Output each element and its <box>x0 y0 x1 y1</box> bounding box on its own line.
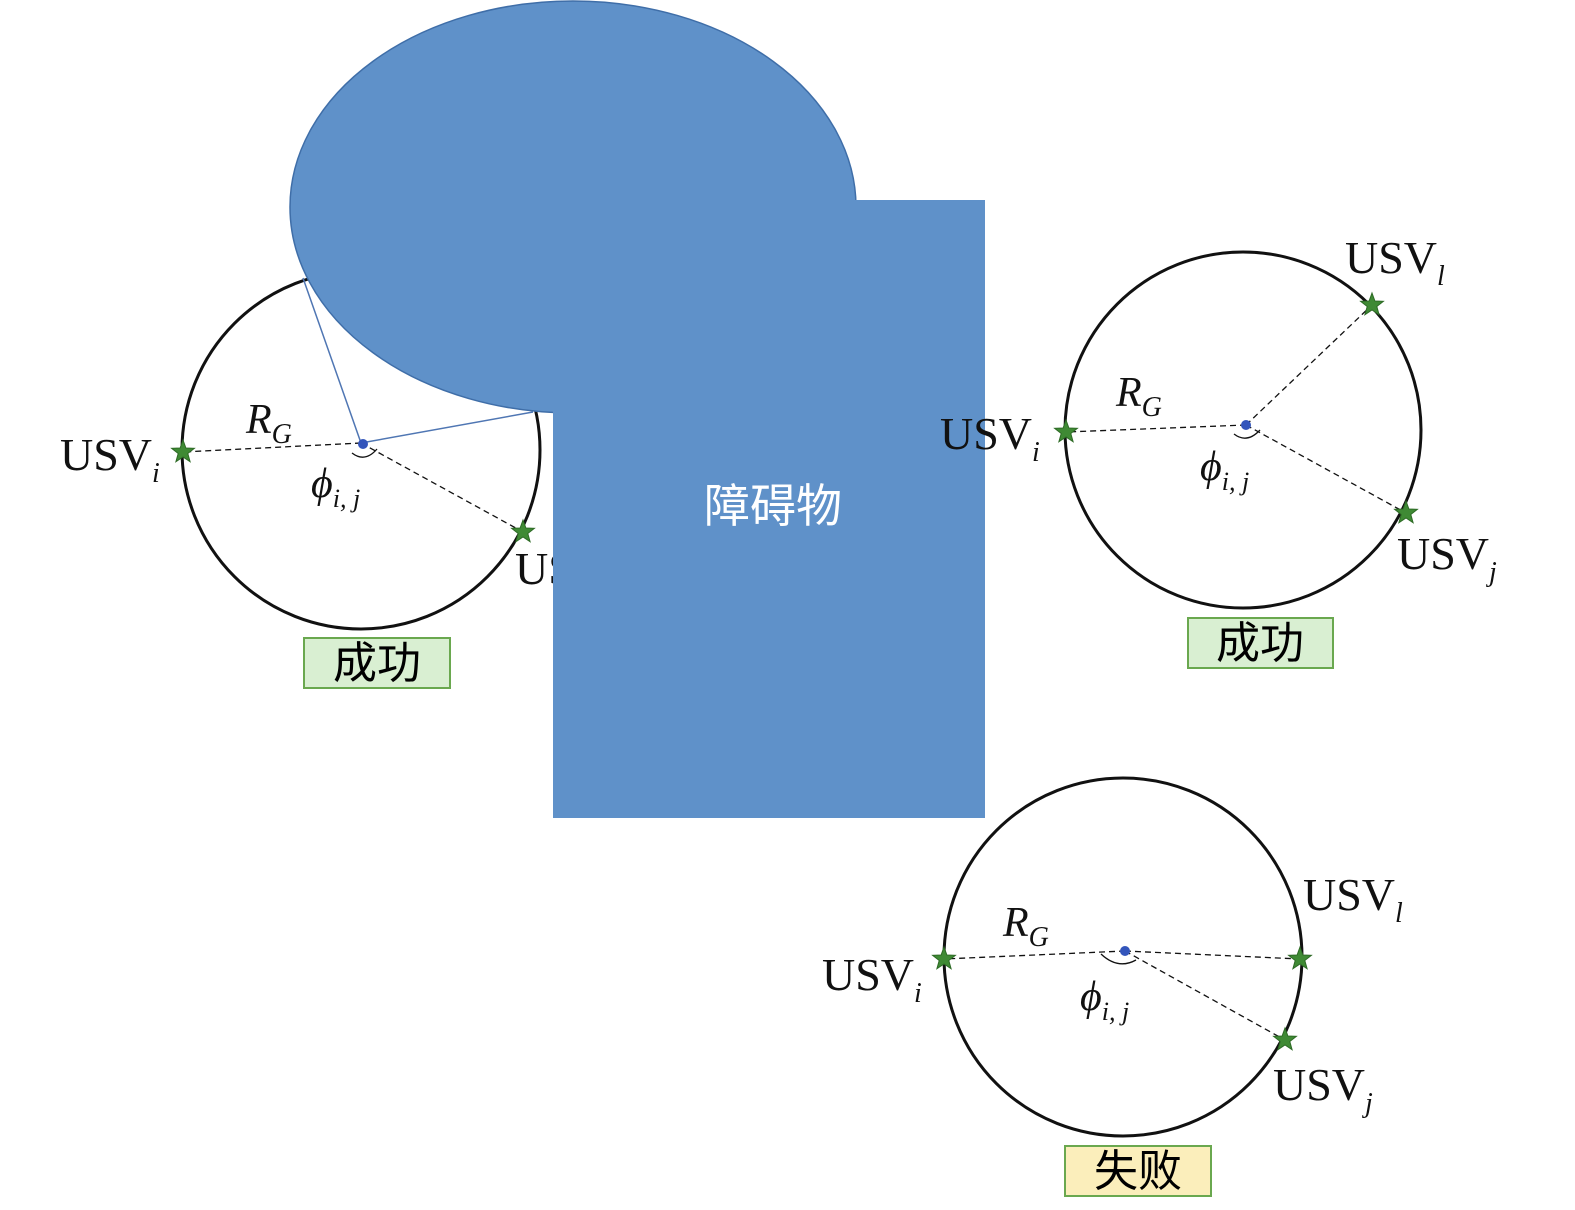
usv-j-star-icon <box>510 518 536 543</box>
radius-line <box>943 950 1126 960</box>
svg-text:成功: 成功 <box>333 638 421 689</box>
usv-i-label: USVi <box>822 949 922 1009</box>
usv-l-star-icon <box>1287 945 1313 970</box>
obstacle: 障碍物 <box>289 0 985 818</box>
angle-arc <box>351 448 378 458</box>
usv-l-label: USVl <box>1303 869 1403 929</box>
radius-label: RG <box>245 397 292 450</box>
formation-center <box>358 439 368 449</box>
radius-line <box>1245 304 1373 426</box>
angle-label: ϕi, j <box>1200 444 1249 496</box>
angle-label: ϕi, j <box>1080 974 1129 1026</box>
usv-j-star-icon <box>1272 1026 1298 1051</box>
radius-label: RG <box>1002 900 1049 953</box>
scenario-right: RG ϕi, j USVi USVl USVj 成功 <box>940 232 1497 669</box>
usv-i-star-icon <box>1053 418 1079 443</box>
angle-label: ϕi, j <box>311 461 360 513</box>
radius-line <box>1245 424 1407 514</box>
occlusion-line <box>360 411 534 444</box>
scenario-bottom: RG ϕi, j USVi USVl USVj 失败 <box>822 776 1403 1197</box>
formation-center <box>1120 946 1130 956</box>
radius-label: RG <box>1115 370 1162 423</box>
usv-i-label: USVi <box>940 408 1040 468</box>
usv-i-star-icon <box>170 438 196 463</box>
usv-j-label: USVj <box>1273 1059 1373 1119</box>
success-badge: 成功 <box>303 637 451 689</box>
svg-text:成功: 成功 <box>1216 618 1304 669</box>
obstacle-rect <box>553 200 985 818</box>
svg-text:失败: 失败 <box>1094 1146 1182 1197</box>
occlusion-line <box>302 277 362 444</box>
usv-l-star-icon <box>1359 291 1385 316</box>
angle-arc <box>1233 429 1261 439</box>
usv-l-label: USVl <box>1345 232 1445 292</box>
angle-arc <box>1100 953 1137 965</box>
failure-badge: 失败 <box>1064 1145 1212 1197</box>
radius-line <box>1124 950 1301 960</box>
usv-i-label: USVi <box>60 429 160 489</box>
radius-line <box>360 442 524 533</box>
obstacle-label: 障碍物 <box>704 479 842 533</box>
usv-i-star-icon <box>931 945 957 970</box>
success-badge: 成功 <box>1187 617 1334 669</box>
usv-j-star-icon <box>1393 499 1419 524</box>
radius-line <box>1124 950 1286 1041</box>
radius-line <box>1065 424 1247 433</box>
formation-center <box>1241 420 1251 430</box>
usv-j-label: USVj <box>1397 528 1497 588</box>
